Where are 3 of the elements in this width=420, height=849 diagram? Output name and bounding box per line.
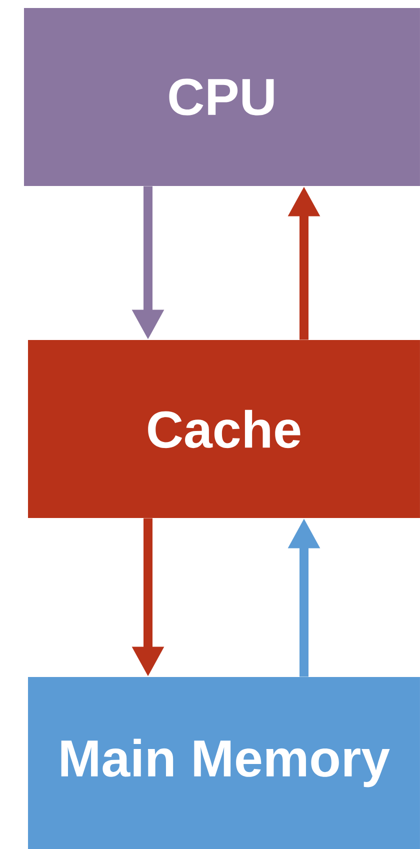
- cpu-box: CPU: [24, 8, 420, 186]
- memory-box: Main Memory: [28, 677, 420, 849]
- cache-box: Cache: [28, 340, 420, 518]
